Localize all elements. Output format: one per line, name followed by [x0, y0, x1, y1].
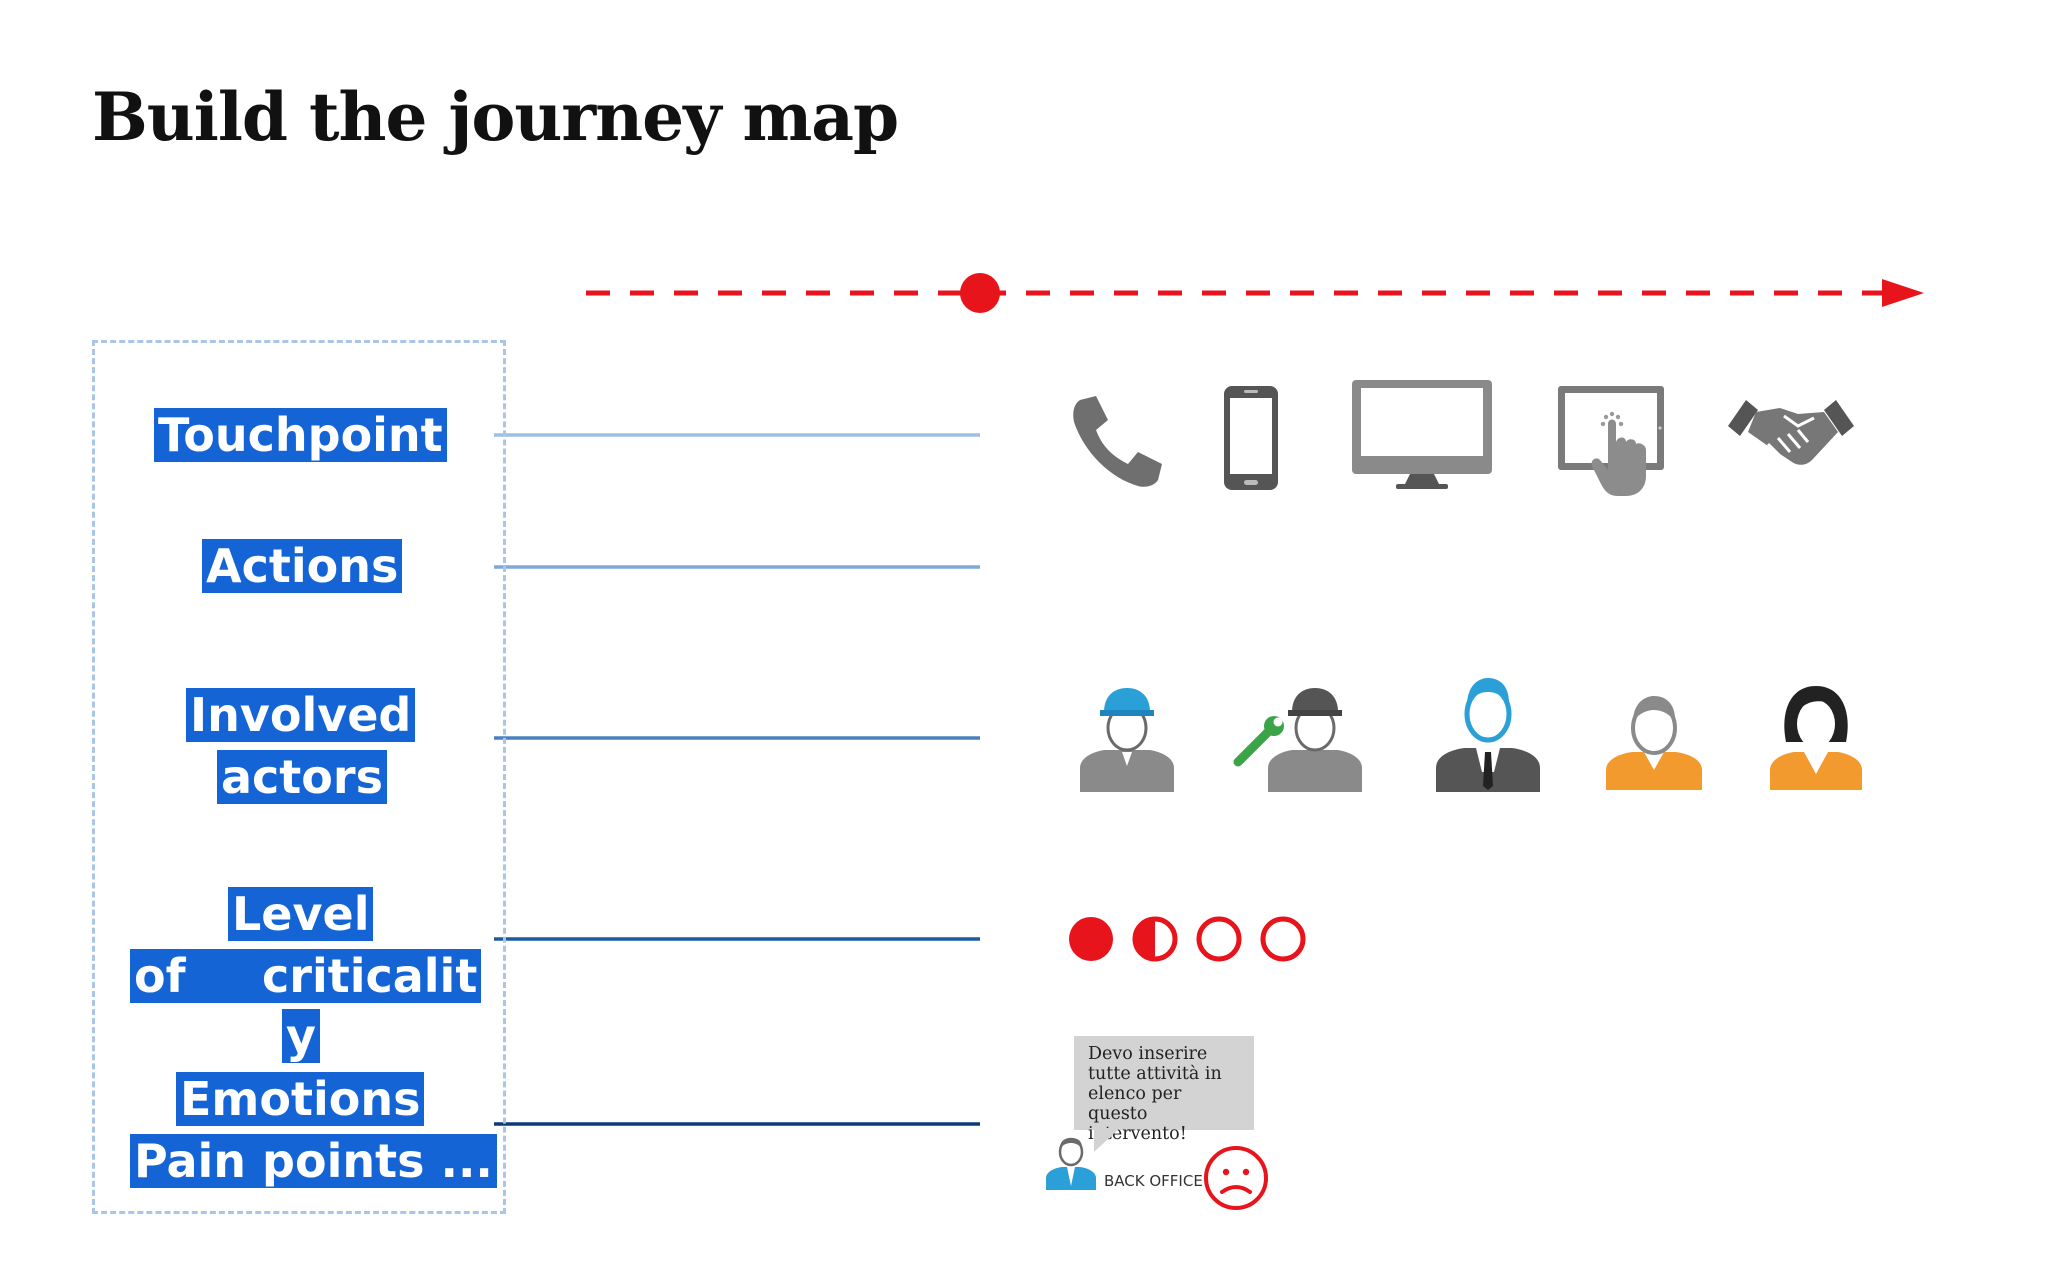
- label-emotions-text: Emotions: [176, 1072, 425, 1126]
- label-touchpoint: Touchpoint: [154, 404, 447, 466]
- woman-user-icon: [1770, 686, 1862, 790]
- page-title: Build the journey map: [92, 78, 899, 156]
- label-criticality-text: criticalit: [258, 949, 482, 1003]
- actor-label: BACK OFFICE: [1104, 1172, 1203, 1190]
- smartphone-icon: [1224, 386, 1278, 490]
- label-level: Level: [228, 883, 374, 945]
- businessman-icon: [1436, 678, 1540, 792]
- man-user-icon: [1606, 696, 1702, 790]
- label-criticality-wrap-text: y: [282, 1009, 320, 1063]
- label-of-text: of: [130, 949, 260, 1003]
- criticality-level-scale: [1069, 916, 1306, 962]
- dimensions-box: [92, 340, 506, 1214]
- phone-icon: [1073, 396, 1162, 487]
- criticality-empty-icon: [1260, 916, 1306, 962]
- label-pain-points-text: Pain points ...: [130, 1134, 497, 1188]
- worker-helmet-icon: [1080, 688, 1174, 792]
- desktop-monitor-icon: [1352, 380, 1492, 489]
- criticality-empty-icon: [1196, 916, 1242, 962]
- speech-bubble-tail: [1094, 1128, 1120, 1152]
- tablet-touch-icon: [1558, 386, 1664, 496]
- label-of: of: [130, 945, 260, 1007]
- label-involved: Involved: [186, 684, 416, 746]
- timeline-point: [960, 273, 1000, 313]
- label-actors: actors: [217, 746, 387, 808]
- label-level-text: Level: [228, 887, 374, 941]
- label-actions: Actions: [202, 535, 403, 597]
- speech-bubble: Devo inserire tutte attività in elenco p…: [1074, 1036, 1254, 1144]
- label-criticality-wrap: y: [282, 1005, 320, 1067]
- technician-wrench-icon: [1233, 688, 1362, 792]
- label-touchpoint-text: Touchpoint: [154, 408, 447, 462]
- label-criticality: criticalit: [258, 945, 482, 1007]
- label-involved-text: Involved: [186, 688, 416, 742]
- sad-face-icon: [1204, 1146, 1268, 1210]
- timeline-arrowhead: [1882, 279, 1924, 307]
- label-actions-text: Actions: [202, 539, 403, 593]
- label-actors-text: actors: [217, 750, 387, 804]
- label-emotions: Emotions: [176, 1068, 425, 1130]
- label-pain-points: Pain points ...: [130, 1130, 497, 1192]
- back-office-user-icon: [1046, 1137, 1096, 1190]
- criticality-full-icon: [1069, 917, 1113, 961]
- handshake-icon: [1728, 400, 1854, 465]
- criticality-half-icon: [1132, 916, 1178, 962]
